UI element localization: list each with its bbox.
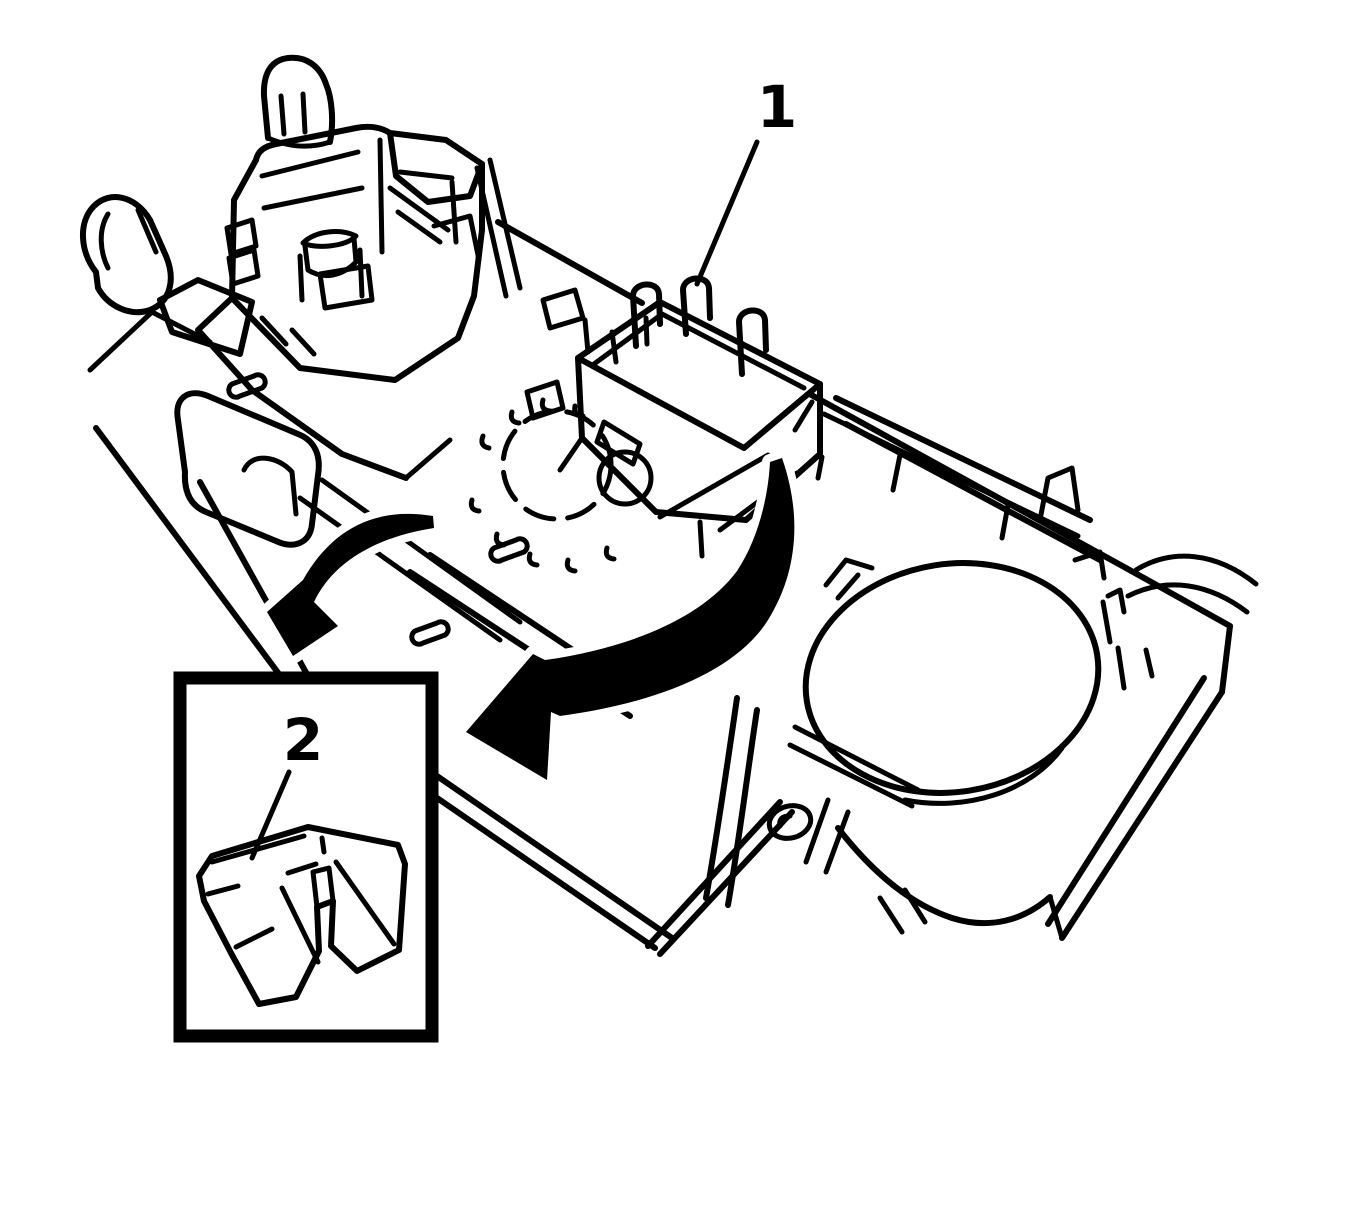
callout-2-leader: [249, 769, 292, 861]
switch-body: [195, 123, 485, 481]
bulb-socket-left: [79, 194, 255, 357]
wire-hole: [766, 803, 814, 841]
callout-1: 1: [694, 73, 797, 287]
console-panel: [87, 157, 1259, 957]
callout-1-leader: [694, 139, 760, 287]
cupholder-inner-shadow: [902, 745, 1065, 806]
large-rotation-arrow: [458, 450, 803, 788]
callout-2-label: 2: [283, 706, 323, 774]
flange-slot: [409, 619, 451, 647]
small-rotation-arrow: [259, 505, 442, 664]
inset-detail-box: 2: [173, 671, 439, 1043]
callout-1-label: 1: [757, 73, 797, 141]
retainer-hook-posts: [630, 275, 769, 377]
retainer-clip: [196, 824, 408, 1007]
switch-assembly: [79, 54, 485, 481]
cupholder-opening: [802, 560, 1102, 796]
flange-slot: [488, 536, 530, 564]
flange-slot: [226, 372, 268, 400]
bulb-socket-top: [260, 54, 336, 149]
switch-mechanism: [468, 317, 654, 574]
retainer-bracket: [557, 275, 823, 559]
